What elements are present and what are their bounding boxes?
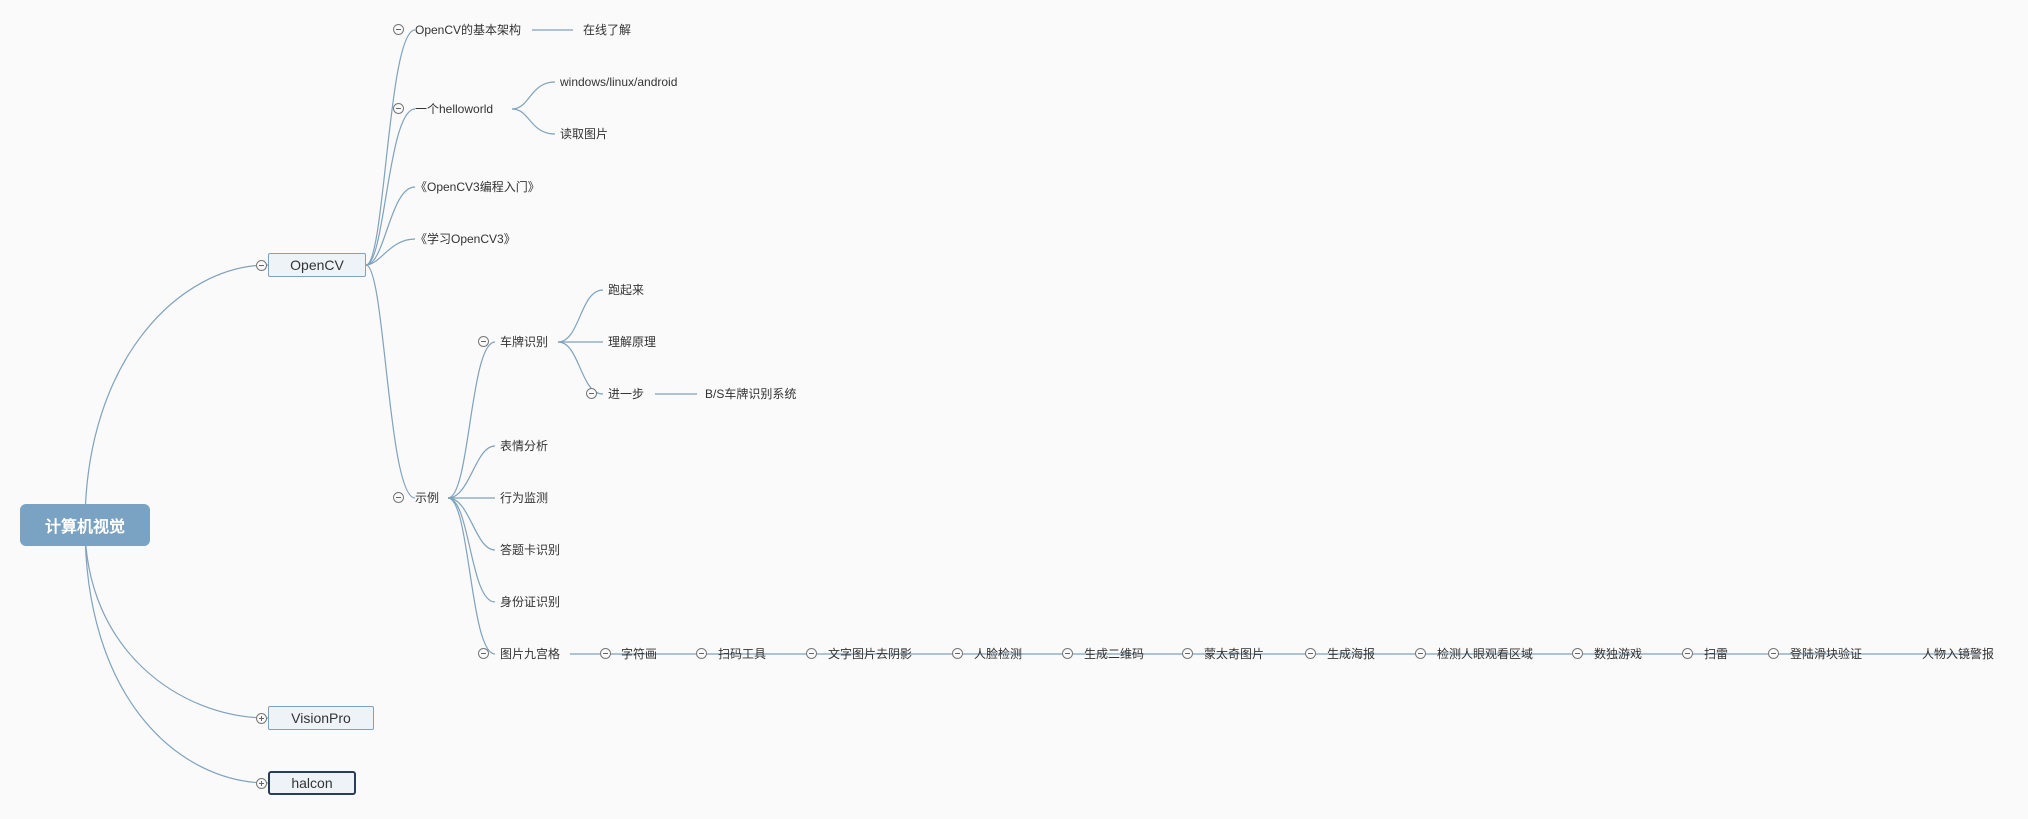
node-chain-3[interactable]: 文字图片去阴影 [828,647,913,661]
link-opencv-book2 [365,238,416,266]
collapse-chain-3-toggle[interactable] [806,648,817,659]
link-root-visionpro [84,524,269,719]
collapse-examples-toggle[interactable] [393,492,404,503]
node-chain-5[interactable]: 生成二维码 [1084,647,1145,661]
node-emotion-analysis[interactable]: 表情分析 [500,439,549,453]
collapse-chain-4-toggle[interactable] [952,648,963,659]
link-examples-plate [447,341,496,499]
node-chain-6[interactable]: 蒙太奇图片 [1204,647,1265,661]
node-plate-principle[interactable]: 理解原理 [608,335,657,349]
node-plate-recognition[interactable]: 车牌识别 [500,335,549,349]
node-chain-9[interactable]: 数独游戏 [1594,647,1643,661]
link-examples-answer [447,497,496,551]
node-chain-10[interactable]: 扫雷 [1704,647,1729,661]
collapse-chain-1-toggle[interactable] [600,648,611,659]
collapse-chain-9-toggle[interactable] [1572,648,1583,659]
link-root-halcon [84,524,269,784]
branch-halcon-label: halcon [291,775,333,791]
link-root-opencv [84,264,269,526]
node-helloworld[interactable]: 一个helloworld [415,102,494,116]
node-chain-8[interactable]: 检测人眼观看区域 [1437,647,1534,661]
expand-halcon-toggle[interactable] [256,778,267,789]
collapse-grid-toggle[interactable] [478,648,489,659]
node-answer-sheet[interactable]: 答题卡识别 [500,543,561,557]
collapse-chain-5-toggle[interactable] [1062,648,1073,659]
branch-opencv[interactable]: OpenCV [268,253,366,277]
collapse-chain-10-toggle[interactable] [1682,648,1693,659]
node-image-grid[interactable]: 图片九宫格 [500,647,561,661]
collapse-chain-7-toggle[interactable] [1305,648,1316,659]
collapse-hello-toggle[interactable] [393,103,404,114]
branch-halcon[interactable]: halcon [268,771,356,795]
collapse-further-toggle[interactable] [586,388,597,399]
collapse-chain-2-toggle[interactable] [696,648,707,659]
node-book-learning-opencv3[interactable]: 《学习OpenCV3》 [415,232,516,246]
branch-opencv-label: OpenCV [290,257,344,273]
node-plate-further[interactable]: 进一步 [608,387,645,401]
node-plate-run[interactable]: 跑起来 [608,283,645,297]
link-hello-win [511,81,556,110]
link-examples-idcard [447,497,496,603]
collapse-arch-toggle[interactable] [393,24,404,35]
link-plate-run [557,289,604,343]
collapse-chain-11-toggle[interactable] [1768,648,1779,659]
node-examples[interactable]: 示例 [415,491,440,505]
collapse-chain-8-toggle[interactable] [1415,648,1426,659]
link-opencv-examples [365,264,416,499]
link-opencv-hello [365,108,416,266]
node-behavior-monitor[interactable]: 行为监测 [500,491,549,505]
root-node[interactable]: 计算机视觉 [20,504,150,546]
node-chain-4[interactable]: 人脸检测 [974,647,1023,661]
link-opencv-book1 [365,186,416,266]
link-opencv-arch [365,29,416,266]
node-bs-plate-system[interactable]: B/S车牌识别系统 [705,387,797,401]
link-hello-read [511,108,556,135]
node-chain-12[interactable]: 人物入镜警报 [1922,647,1995,661]
node-chain-1[interactable]: 字符画 [621,647,658,661]
node-chain-2[interactable]: 扫码工具 [718,647,767,661]
root-label: 计算机视觉 [44,519,125,536]
node-book-opencv3-intro[interactable]: 《OpenCV3编程入门》 [415,180,540,194]
branch-visionpro[interactable]: VisionPro [268,706,374,730]
collapse-chain-6-toggle[interactable] [1182,648,1193,659]
node-id-card[interactable]: 身份证识别 [500,595,561,609]
node-hello-read-image[interactable]: 读取图片 [560,127,609,141]
expand-visionpro-toggle[interactable] [256,713,267,724]
node-arch-online[interactable]: 在线了解 [583,23,632,37]
link-plate-further [557,341,604,395]
link-examples-emotion [447,445,496,499]
node-chain-7[interactable]: 生成海报 [1327,647,1376,661]
node-hello-platforms[interactable]: windows/linux/android [560,75,678,89]
collapse-opencv-toggle[interactable] [256,260,267,271]
branch-visionpro-label: VisionPro [291,710,351,726]
link-examples-grid [447,497,496,655]
node-chain-11[interactable]: 登陆滑块验证 [1790,647,1863,661]
collapse-plate-toggle[interactable] [478,336,489,347]
node-opencv-arch[interactable]: OpenCV的基本架构 [415,23,522,37]
